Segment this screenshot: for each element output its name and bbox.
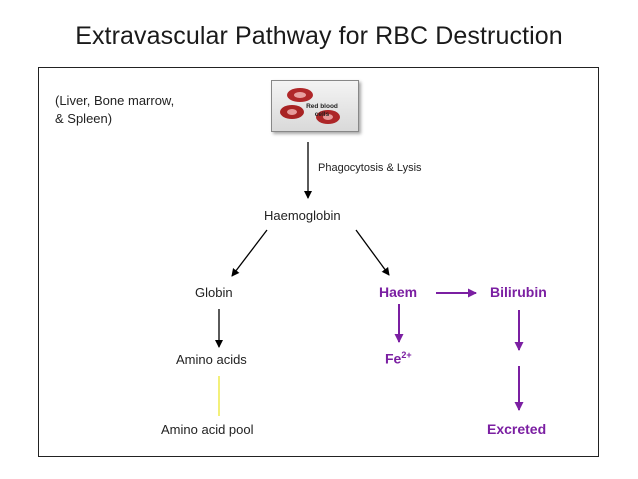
node-amino-acid-pool: Amino acid pool xyxy=(161,422,254,437)
red-blood-cells-image: Red blood cells xyxy=(271,80,359,132)
image-caption: Red blood cells xyxy=(302,103,342,119)
blood-cell-icon xyxy=(280,88,340,124)
arrow-haemoglobin-to-haem xyxy=(355,229,390,276)
node-excreted: Excreted xyxy=(487,421,547,437)
diagram-frame xyxy=(38,67,599,457)
node-amino-acids: Amino acids xyxy=(176,352,247,367)
node-haem: Haem xyxy=(379,284,418,300)
node-iron: Fe2+ xyxy=(385,350,412,367)
label-phagocytosis: Phagocytosis & Lysis xyxy=(318,162,422,174)
image-caption-line-2: cells xyxy=(314,111,330,118)
arrow-haemoglobin-to-globin xyxy=(231,229,268,277)
image-caption-line-1: Red blood xyxy=(306,103,338,110)
page-title: Extravascular Pathway for RBC Destructio… xyxy=(75,22,563,50)
iron-symbol: Fe xyxy=(385,350,402,367)
location-line-1: (Liver, Bone marrow, xyxy=(55,93,175,108)
node-haemoglobin: Haemoglobin xyxy=(264,208,341,223)
node-globin: Globin xyxy=(195,285,233,300)
location-line-2: & Spleen) xyxy=(55,111,113,126)
iron-charge: 2+ xyxy=(401,350,412,360)
node-bilirubin: Bilirubin xyxy=(490,284,547,300)
location-note: (Liver, Bone marrow, & Spleen) xyxy=(55,92,174,128)
